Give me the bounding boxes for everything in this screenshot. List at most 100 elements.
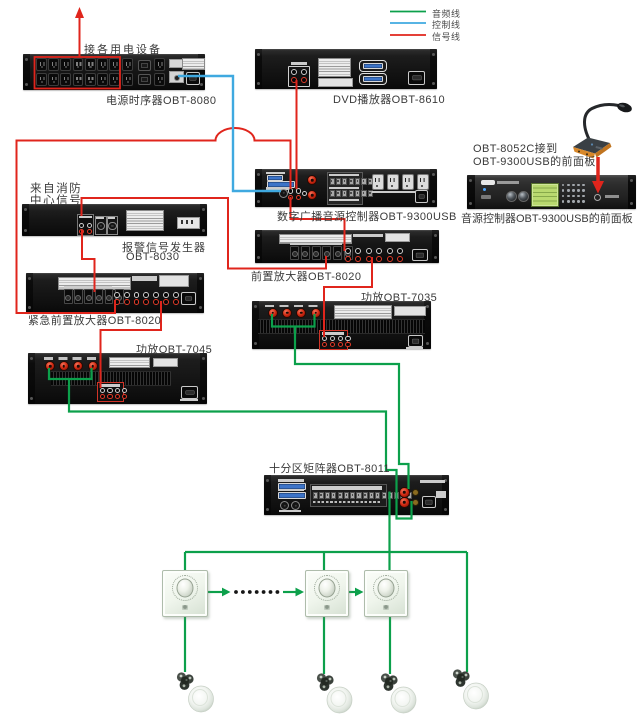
preamp-power-inlet — [412, 249, 428, 261]
rack-ear — [200, 353, 207, 404]
ceiling-speaker-1-icon — [176, 672, 214, 713]
volume-knob-ticks — [172, 575, 198, 601]
vc-link-dot — [254, 590, 259, 594]
mic-capsule — [617, 102, 632, 113]
amp7035-post-labels — [265, 304, 320, 308]
label-controller: 数字广播音源控制器OBT-9300USB — [277, 211, 457, 223]
wire-signal-preamp-to-amp7035 — [323, 257, 373, 337]
wire-signal-fire-loop — [15, 127, 292, 314]
alarm-info-text — [126, 210, 164, 231]
amp7035-inlet-label — [406, 346, 423, 349]
wire-control-seq-to-controller — [178, 74, 281, 193]
alarm-rca-top — [79, 222, 93, 228]
alarm-jack2 — [108, 221, 117, 230]
arrowhead-to-loads — [75, 7, 84, 18]
label-amp-7035: 功放OBT-7035 — [361, 292, 438, 304]
ceiling-speakers — [176, 669, 489, 714]
matrix-jack-labels — [279, 509, 301, 512]
wire-audio-7035-bridge — [270, 314, 316, 328]
sequencer-model-text — [182, 58, 205, 70]
note-power-devices: 接各用电设备 — [84, 44, 162, 56]
dvd-output-label — [291, 62, 307, 65]
matrix-post-2 — [399, 497, 410, 508]
mic-gooseneck — [583, 103, 619, 140]
arrowhead-vc-link-2 — [295, 587, 304, 597]
volume-plate-emblem — [383, 605, 389, 610]
ctrl-label-strip — [266, 171, 285, 174]
rack-ear — [255, 169, 262, 207]
front-text-right — [605, 195, 619, 198]
ctrl-ac-labels — [372, 190, 424, 193]
preamp-xlr-labels — [290, 243, 342, 245]
wire-signal-controller-to-preamp — [289, 197, 346, 251]
matrix-inlet-label — [435, 491, 446, 498]
amp7035-info-text2 — [394, 306, 426, 316]
sequencer-outlet-extra — [122, 58, 133, 86]
mic-base-led — [590, 143, 594, 146]
vc-link-dot — [247, 590, 252, 594]
rack-ear — [28, 353, 35, 404]
preamp-strip1 — [353, 234, 383, 237]
wire-signal-alarm-to-preamp — [80, 197, 327, 270]
arrowhead-vc-link-3 — [355, 587, 364, 597]
sequencer-port-dot — [174, 74, 180, 81]
label-alarm-line1: 报警信号发生器 — [122, 242, 206, 254]
rack-ear — [255, 230, 262, 263]
mic-base-buttons — [595, 146, 603, 150]
mic-capsule-highlight — [619, 104, 625, 108]
matrix-post-small-1 — [411, 489, 419, 496]
label-controller-front: 音源控制器OBT-9300USB的前面板 — [461, 213, 633, 225]
volume-plate-emblem — [324, 605, 330, 610]
mic-base-screw — [586, 153, 588, 156]
front-usb — [481, 195, 491, 199]
volume-control-3 — [364, 570, 408, 617]
emg-power-inlet — [181, 292, 196, 305]
note-fire-line1: 来自消防 — [30, 182, 83, 195]
note-mic-line2: OBT-9300USB的前面板 — [473, 156, 596, 168]
preamp-strip2 — [385, 233, 410, 242]
rack-ear — [255, 49, 262, 89]
amp7045-rca-block — [97, 382, 128, 402]
device-power-amp-obt-7035 — [252, 301, 431, 350]
dvd-rca-block — [288, 66, 310, 87]
amp7045-info-text2 — [153, 357, 178, 367]
rack-ear — [197, 273, 204, 313]
volume-knob — [318, 578, 336, 598]
front-keypad — [562, 184, 586, 204]
vc-link-dot — [261, 590, 266, 594]
ceiling-speaker-3-icon — [380, 673, 417, 714]
device-emergency-preamp-obt-8020 — [26, 273, 204, 313]
device-dvd-player-obt-8610 — [255, 49, 437, 89]
amp7045-post-3 — [73, 361, 83, 371]
volume-knob — [377, 578, 395, 598]
rack-ear — [264, 475, 271, 515]
wire-audio-7045-to-matrix — [67, 379, 413, 520]
paging-microphone — [573, 102, 632, 159]
wire-audio-7045-bridge — [47, 368, 93, 381]
note-mic-line1: OBT-8052C接到 — [473, 143, 558, 155]
dvd-info-text — [318, 58, 351, 77]
dvd-info-text2 — [318, 78, 353, 87]
mic-base-front — [573, 147, 595, 159]
dvd-rca-jacks-top — [291, 69, 307, 75]
volume-control-1 — [162, 570, 208, 617]
emg-strip1 — [132, 276, 157, 281]
sequencer-switch — [138, 74, 151, 85]
rack-ear — [22, 204, 29, 236]
rack-ear — [442, 475, 449, 515]
rack-ear — [430, 49, 437, 89]
ctrl-power-inlet — [415, 190, 428, 203]
wire-audio-7035-to-matrix — [293, 326, 410, 489]
legend-label-signal: 信号线 — [432, 32, 461, 42]
label-dvd: DVD播放器OBT-8610 — [333, 94, 445, 106]
emg-strip2 — [159, 275, 189, 287]
mic-base-top — [573, 137, 610, 154]
dvd-port-upper-pins — [363, 63, 383, 69]
front-logo — [481, 180, 495, 185]
amp7045-info-text — [109, 357, 150, 368]
emg-rca-top — [114, 292, 179, 298]
ceiling-speaker-2-icon — [316, 673, 353, 714]
emg-xlr-labels — [64, 286, 112, 288]
